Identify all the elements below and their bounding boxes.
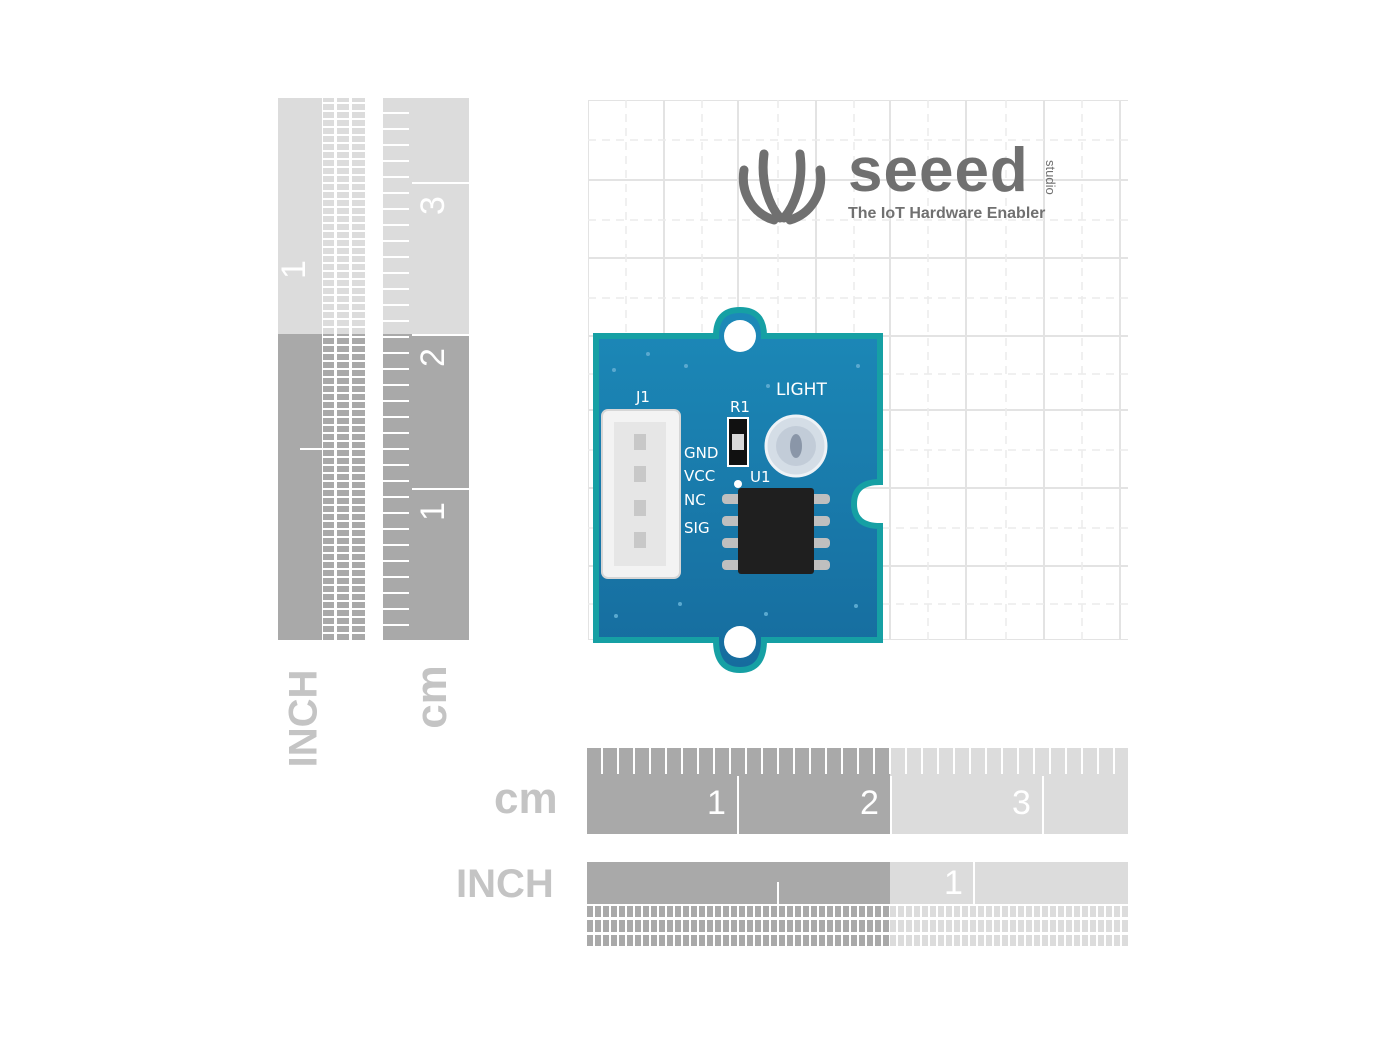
horizontal-cm-number-2: 2	[860, 784, 879, 822]
logo-studio-text: studio	[1043, 160, 1058, 195]
horizontal-cm-unit-label: cm	[494, 774, 558, 823]
pin-label-sig: SIG	[684, 519, 710, 537]
grove-light-sensor-board	[593, 306, 883, 674]
horizontal-inch-number-1: 1	[944, 864, 963, 902]
vertical-inch-number-1: 1	[274, 260, 313, 279]
horizontal-cm-number-1: 1	[707, 784, 726, 822]
sensor-label: LIGHT	[776, 380, 827, 400]
resistor-label: R1	[730, 398, 750, 416]
vertical-cm-unit-label: cm	[407, 665, 456, 729]
horizontal-inch-unit-label: INCH	[456, 862, 554, 906]
vertical-cm-number-2: 2	[413, 348, 452, 367]
pin-label-gnd: GND	[684, 444, 719, 462]
chip-label: U1	[750, 468, 771, 486]
seeed-logo-icon	[738, 149, 826, 225]
pin-label-vcc: VCC	[684, 467, 716, 485]
pin-label-nc: NC	[684, 491, 706, 509]
logo-brand-text: seeed	[848, 136, 1029, 205]
logo-tagline: The IoT Hardware Enabler	[848, 205, 1046, 222]
vertical-inch-unit-label: INCH	[281, 669, 326, 768]
connector-label: J1	[636, 388, 650, 406]
horizontal-cm-number-3: 3	[1012, 784, 1031, 822]
vertical-cm-number-1: 1	[413, 502, 452, 521]
vertical-cm-number-3: 3	[413, 196, 452, 215]
